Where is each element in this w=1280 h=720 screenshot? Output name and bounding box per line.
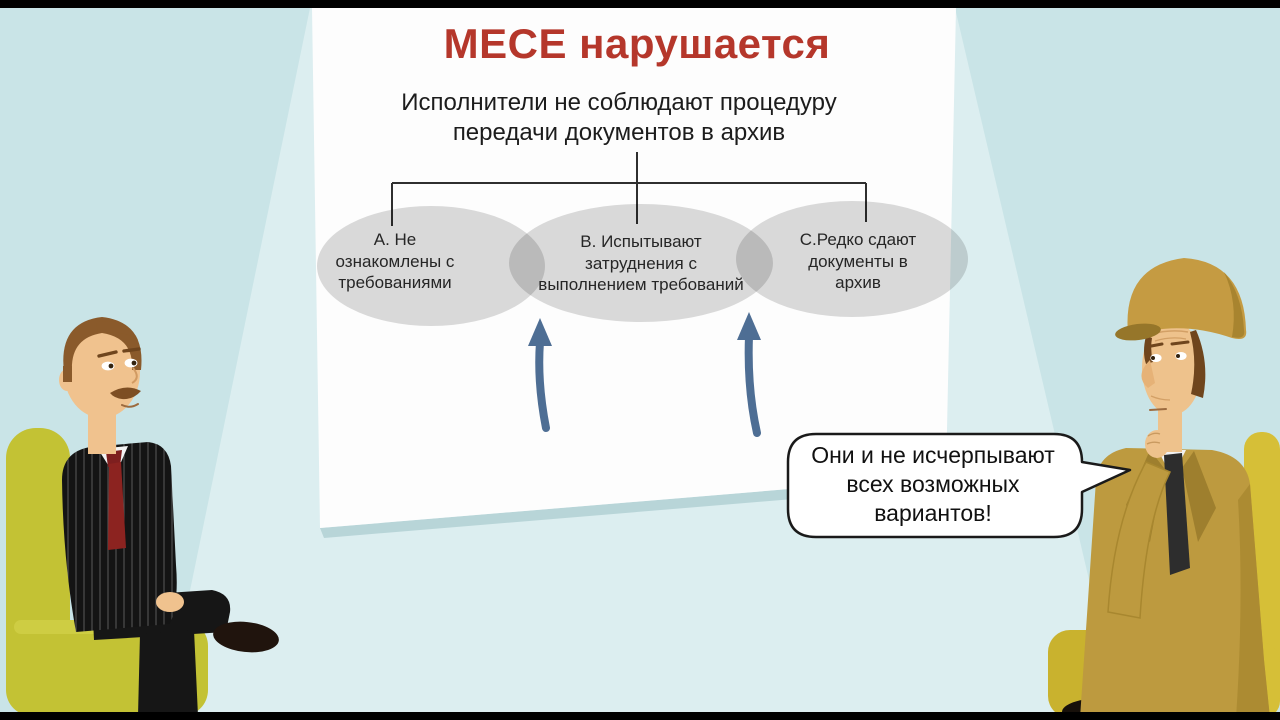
tree-connectors	[391, 152, 867, 226]
red-tie	[108, 462, 126, 550]
poster-sheet	[312, 8, 956, 528]
node-ellipse-c	[736, 201, 968, 317]
right-character	[1048, 258, 1280, 720]
cap-brim	[1115, 323, 1161, 341]
thinking-arm	[1107, 461, 1172, 619]
left-character	[6, 317, 279, 716]
right-hand	[1145, 430, 1169, 458]
dark-tie	[1164, 453, 1190, 575]
arrow-right-head	[737, 312, 761, 340]
right-nose	[1141, 360, 1155, 388]
arrow-left	[535, 338, 550, 432]
left-shoe	[213, 621, 279, 653]
node-ellipse-b	[509, 204, 773, 322]
node-ellipse-a	[317, 206, 545, 326]
gap-arrows	[528, 312, 761, 437]
arrow-right	[744, 332, 761, 437]
mustache	[110, 387, 141, 400]
mece-ellipses	[317, 201, 968, 326]
letterbox-top	[0, 0, 1280, 8]
arrow-left-head	[528, 318, 552, 346]
flat-cap	[1127, 258, 1247, 339]
speech-bubble	[786, 432, 1132, 539]
letterbox-bottom	[0, 712, 1280, 720]
left-hand	[156, 592, 184, 612]
